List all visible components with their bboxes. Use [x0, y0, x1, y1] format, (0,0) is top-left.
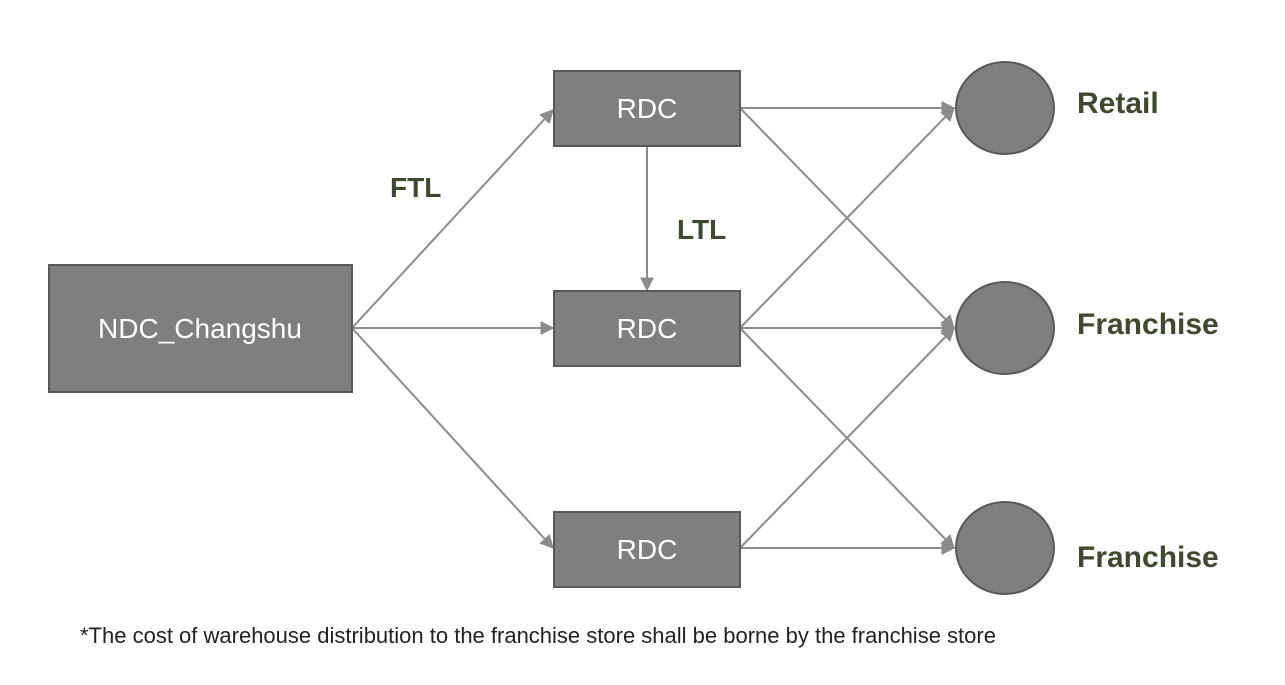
- edge-rdc-bottom-to-franchise-mid: [739, 326, 955, 549]
- store-label-franchise-mid: Franchise: [1077, 308, 1219, 341]
- rdc-node-bottom: [553, 511, 741, 588]
- edge-rdc-mid-to-retail: [739, 106, 955, 329]
- store-label-franchise-bottom: Franchise: [1077, 541, 1219, 574]
- rdc-top-label: RDC: [617, 93, 678, 124]
- ndc-node: [48, 264, 353, 393]
- store-node-franchise-bottom: [955, 501, 1055, 595]
- edge-ndc-to-rdc-top: [351, 108, 554, 329]
- ftl-label: FTL: [390, 172, 441, 203]
- footnote: *The cost of warehouse distribution to t…: [80, 623, 996, 648]
- store-label-retail: Retail: [1077, 87, 1159, 120]
- rdc-mid-label: RDC: [617, 313, 678, 344]
- store-node-retail: [955, 61, 1055, 155]
- ndc-label: NDC_Changshu: [98, 313, 302, 344]
- rdc-node-mid: [553, 290, 741, 367]
- ltl-label: LTL: [677, 214, 726, 245]
- edge-ndc-to-rdc-bottom: [351, 327, 554, 550]
- rdc-bottom-label: RDC: [617, 534, 678, 565]
- rdc-node-top: [553, 70, 741, 147]
- store-node-franchise-mid: [955, 281, 1055, 375]
